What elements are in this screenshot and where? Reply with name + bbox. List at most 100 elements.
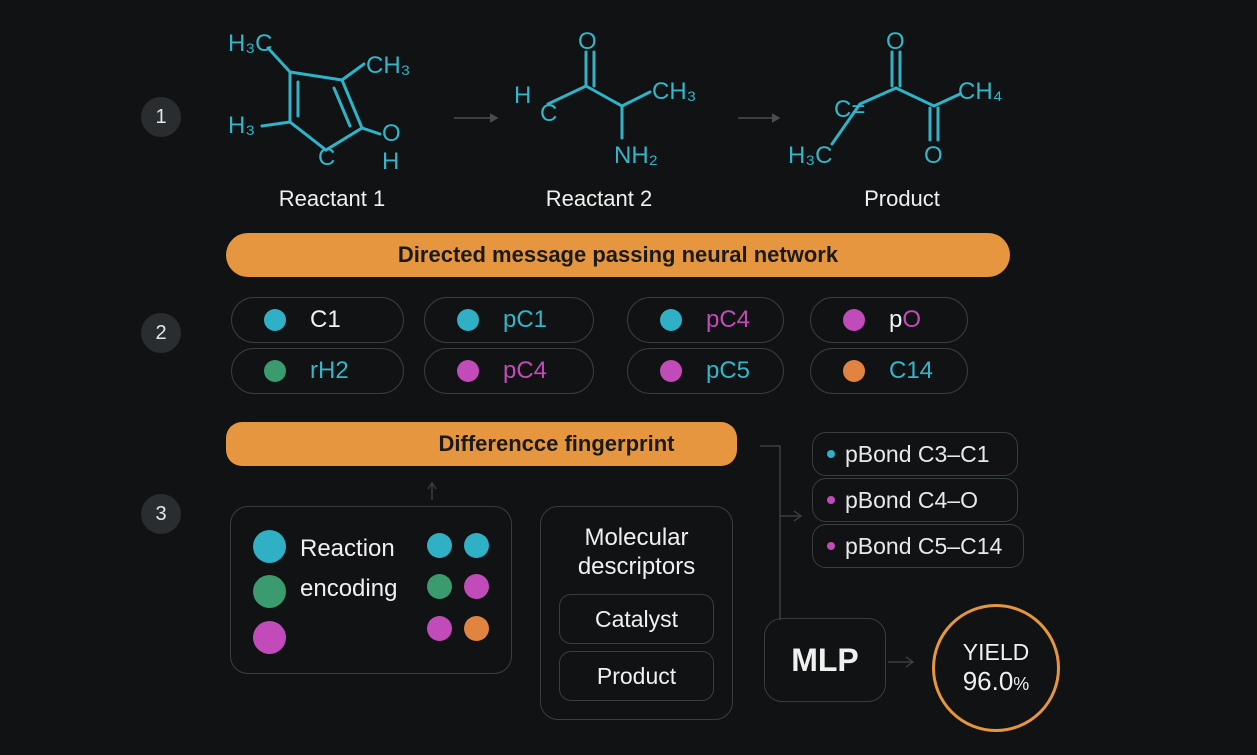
atom-label: C xyxy=(318,144,336,171)
reactant2-carbonyl xyxy=(584,50,596,88)
encoding-big-dot xyxy=(253,575,286,608)
atom-feature-pill: rH2 xyxy=(231,348,404,394)
atom-label: NH₂ xyxy=(614,142,658,169)
descriptor-catalyst: Catalyst xyxy=(559,594,714,644)
yield-value: 96.0 xyxy=(962,666,1014,696)
atom-feature-pill: C14 xyxy=(810,348,968,394)
feature-label: pC5 xyxy=(706,357,751,384)
encoding-small-dot xyxy=(464,533,489,558)
descriptors-title-line2: descriptors xyxy=(577,553,696,580)
atom-label: H xyxy=(514,82,532,109)
reactant1-caption: Reactant 1 xyxy=(278,186,386,211)
bond-dot xyxy=(827,450,835,458)
feature-dot xyxy=(843,360,865,382)
bond-item: pBond C3–C1 xyxy=(812,432,1018,476)
feature-label: pC4 xyxy=(503,357,548,384)
reaction-encoding-box xyxy=(230,506,512,674)
atom-feature-pill: C1 xyxy=(231,297,404,343)
encoding-label-line1: Reaction xyxy=(300,535,395,562)
reactant1-oh-bond xyxy=(360,126,382,136)
atom-feature-pill: pC1 xyxy=(424,297,594,343)
step-1-marker: 1 xyxy=(141,97,181,137)
molecule-bonds xyxy=(260,46,962,152)
yield-circle: YIELD 96.0% xyxy=(932,604,1060,732)
feature-label: p xyxy=(889,306,903,333)
atom-label: CH₃ xyxy=(366,52,411,79)
feature-dot xyxy=(457,309,479,331)
reactant2-chain xyxy=(546,84,652,108)
atom-label: H₃ xyxy=(228,112,256,139)
atom-feature-pill: pC4 xyxy=(627,297,784,343)
product-chain xyxy=(830,86,962,146)
product-carbonyl-bottom xyxy=(928,106,940,142)
up-arrow xyxy=(427,481,437,500)
reactant2-caption: Reactant 2 xyxy=(545,186,653,211)
arrow-1 xyxy=(454,113,499,123)
fingerprint-banner: Differencce fingerprint xyxy=(226,422,737,466)
yield-unit: % xyxy=(1013,674,1030,694)
encoding-big-dot xyxy=(253,530,286,563)
mlp-box: MLP xyxy=(764,618,886,702)
product-carbonyl-top xyxy=(890,50,902,88)
dmpnn-banner-label: Directed message passing neural network xyxy=(397,242,839,267)
bond-label: pBond C4–O xyxy=(845,486,978,513)
reactant1-h3-bond xyxy=(260,120,292,128)
reactant1-ring xyxy=(288,70,364,152)
atom-label: O xyxy=(886,28,905,55)
step-1-label: 1 xyxy=(155,105,167,128)
encoding-small-dot xyxy=(427,533,452,558)
feature-label: pC4 xyxy=(706,306,751,333)
fingerprint-to-bonds xyxy=(760,445,803,522)
arrow-2 xyxy=(738,113,781,123)
mlp-to-yield xyxy=(888,656,915,668)
reactant1-methyl2-bond xyxy=(340,62,366,82)
encoding-small-dot xyxy=(464,616,489,641)
step-2-label: 2 xyxy=(155,321,167,344)
step-3-marker: 3 xyxy=(141,494,181,534)
feature-dot xyxy=(660,309,682,331)
bond-dot xyxy=(827,496,835,504)
fingerprint-banner-label: Differencce fingerprint xyxy=(438,431,675,456)
atom-label: O xyxy=(578,28,597,55)
yield-label: YIELD xyxy=(962,639,1030,665)
encoding-big-dot xyxy=(253,621,286,654)
step-3-label: 3 xyxy=(155,502,167,525)
feature-label: C1 xyxy=(310,306,341,333)
encoding-small-dot xyxy=(427,616,452,641)
atom-label: H₃C xyxy=(788,142,833,169)
feature-dot xyxy=(843,309,865,331)
bond-label: pBond C5–C14 xyxy=(845,532,1003,559)
descriptors-title: Molecular descriptors xyxy=(540,523,733,581)
bond-label: pBond C3–C1 xyxy=(845,440,990,467)
feature-label: rH2 xyxy=(310,357,349,384)
atom-label: C= xyxy=(834,96,866,123)
feature-dot xyxy=(660,360,682,382)
feature-dot xyxy=(264,309,286,331)
reactant1-methyl-bond xyxy=(266,46,292,74)
atom-label: C xyxy=(540,100,558,127)
mlp-label: MLP xyxy=(791,641,859,678)
feature-label: pC1 xyxy=(503,306,548,333)
step-2-marker: 2 xyxy=(141,313,181,353)
descriptors-title-line1: Molecular xyxy=(584,524,689,551)
molecular-descriptors-box xyxy=(540,506,733,720)
bond-item: pBond C4–O xyxy=(812,478,1018,522)
atom-label: O xyxy=(924,142,943,169)
encoding-small-dot xyxy=(427,574,452,599)
encoding-label-line2: encoding xyxy=(300,575,398,602)
atom-label: OH xyxy=(382,120,401,175)
atom-feature-pill: pC4 xyxy=(424,348,594,394)
descriptor-product: Product xyxy=(559,651,714,701)
feature-label-suffix: O xyxy=(902,306,922,333)
encoding-small-dot xyxy=(464,574,489,599)
product-caption: Product xyxy=(864,186,940,211)
dmpnn-banner: Directed message passing neural network xyxy=(226,233,1010,277)
feature-dot xyxy=(457,360,479,382)
atom-label: CH₄ xyxy=(958,78,1003,105)
reactant1-inner-bond-b xyxy=(332,86,352,128)
feature-label: C14 xyxy=(889,357,934,384)
atom-label: CH₃ xyxy=(652,78,697,105)
feature-dot xyxy=(264,360,286,382)
